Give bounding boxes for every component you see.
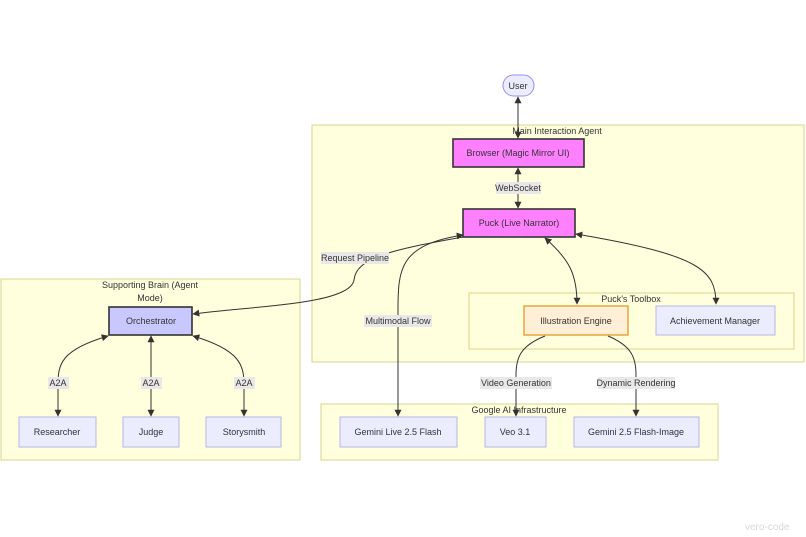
svg-text:A2A: A2A xyxy=(49,378,66,388)
node-achievement-manager: Achievement Manager xyxy=(655,305,776,336)
svg-text:User: User xyxy=(508,81,527,91)
svg-text:Multimodal Flow: Multimodal Flow xyxy=(365,316,431,326)
node-storysmith: Storysmith xyxy=(205,416,282,448)
cluster-label-toolbox: Puck's Toolbox xyxy=(601,294,661,304)
svg-text:Puck (Live Narrator): Puck (Live Narrator) xyxy=(479,218,560,228)
svg-text:Orchestrator: Orchestrator xyxy=(126,316,176,326)
edge-label-a2a-judge: A2A xyxy=(141,377,162,389)
watermark: vero-code xyxy=(745,522,790,533)
svg-text:Browser (Magic Mirror UI): Browser (Magic Mirror UI) xyxy=(466,148,569,158)
cluster-label-brain-line1: Supporting Brain (Agent xyxy=(102,280,199,290)
edge-label-a2a-storysmith: A2A xyxy=(234,377,255,389)
svg-text:WebSocket: WebSocket xyxy=(495,183,541,193)
node-researcher: Researcher xyxy=(18,416,97,448)
edge-puck-achievement xyxy=(575,231,720,305)
edge-label-request-pipeline: Request Pipeline xyxy=(321,252,389,264)
cluster-label-brain-line2: Mode) xyxy=(137,293,163,303)
svg-text:A2A: A2A xyxy=(235,378,252,388)
edge-label-multimodal-flow: Multimodal Flow xyxy=(364,315,432,327)
edge-label-a2a-researcher: A2A xyxy=(48,377,69,389)
svg-text:Video Generation: Video Generation xyxy=(481,378,551,388)
svg-text:Dynamic Rendering: Dynamic Rendering xyxy=(596,378,675,388)
svg-text:Achievement Manager: Achievement Manager xyxy=(670,316,760,326)
svg-text:A2A: A2A xyxy=(142,378,159,388)
svg-text:Request Pipeline: Request Pipeline xyxy=(321,253,389,263)
edge-illustration-veo xyxy=(512,335,546,417)
svg-text:Veo 3.1: Veo 3.1 xyxy=(500,427,531,437)
node-gemini-image: Gemini 2.5 Flash-Image xyxy=(573,416,700,448)
cluster-label-google: Google AI Infrastructure xyxy=(471,405,566,415)
svg-text:Illustration Engine: Illustration Engine xyxy=(540,316,612,326)
edge-label-dynamic-rendering: Dynamic Rendering xyxy=(596,377,676,389)
node-veo: Veo 3.1 xyxy=(484,416,547,448)
svg-text:Gemini Live 2.5 Flash: Gemini Live 2.5 Flash xyxy=(354,427,441,437)
svg-text:Researcher: Researcher xyxy=(34,427,81,437)
svg-text:Judge: Judge xyxy=(139,427,164,437)
node-judge: Judge xyxy=(122,416,180,448)
edge-label-websocket: WebSocket xyxy=(495,182,541,194)
node-gemini-live: Gemini Live 2.5 Flash xyxy=(339,416,458,448)
svg-text:Gemini 2.5 Flash-Image: Gemini 2.5 Flash-Image xyxy=(588,427,684,437)
svg-text:Storysmith: Storysmith xyxy=(223,427,266,437)
cluster-label-main: Main Interaction Agent xyxy=(512,126,602,136)
node-illustration-engine: Illustration Engine xyxy=(523,305,629,336)
edges xyxy=(54,96,720,417)
node-orchestrator: Orchestrator xyxy=(108,306,193,336)
edge-puck-gemini-live xyxy=(394,232,464,417)
node-browser: Browser (Magic Mirror UI) xyxy=(452,138,585,168)
edge-illustration-gemini-image xyxy=(607,335,640,417)
node-puck: Puck (Live Narrator) xyxy=(462,208,576,238)
edge-label-video-generation: Video Generation xyxy=(480,377,552,389)
node-user: User xyxy=(502,74,535,97)
